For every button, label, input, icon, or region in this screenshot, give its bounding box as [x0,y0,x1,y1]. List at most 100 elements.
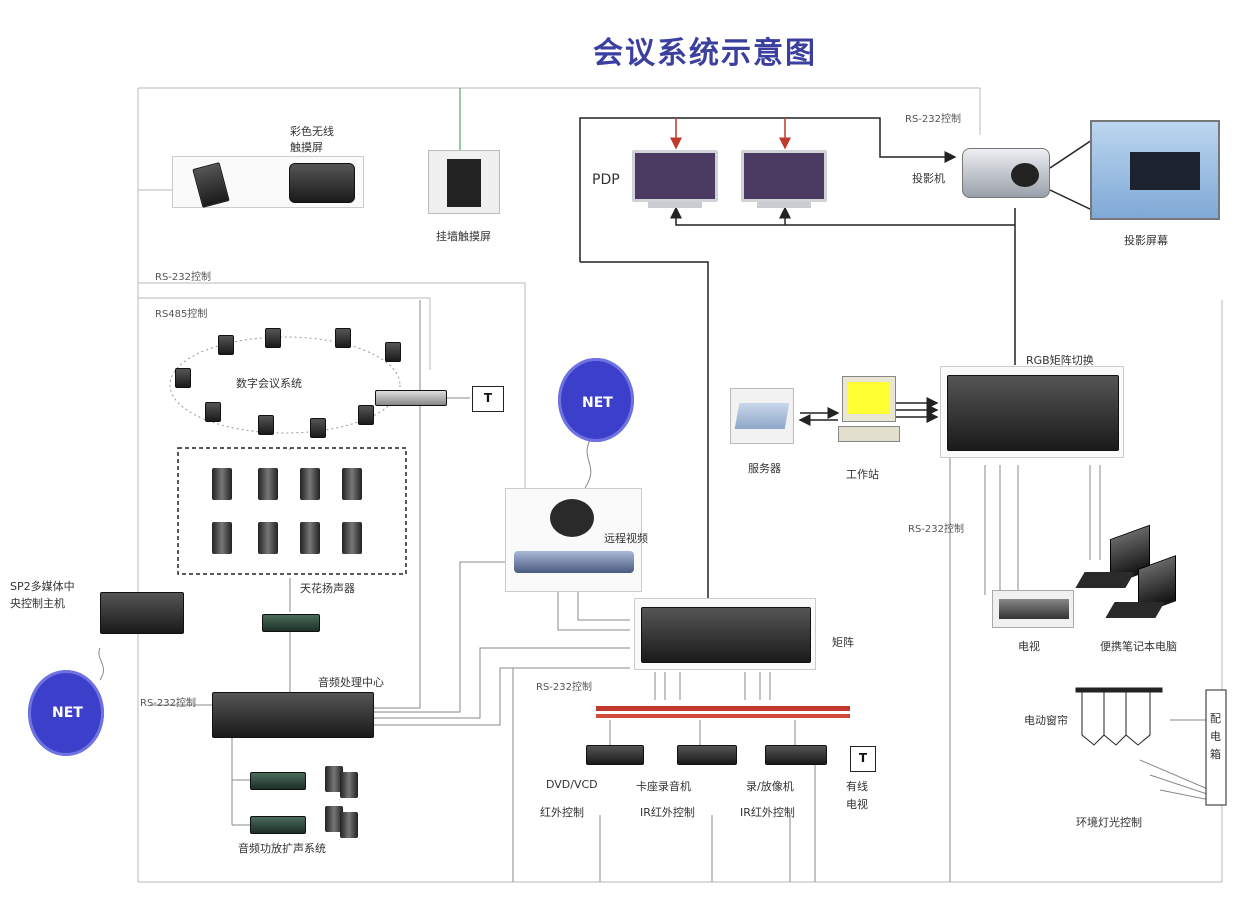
workstation-monitor [842,376,896,422]
amp-speaker-3 [325,806,343,832]
recorder-ctrl-label: IR红外控制 [740,806,795,819]
audio-center-label: 音频处理中心 [318,676,384,689]
amp-speaker-1 [325,766,343,792]
mic-3 [335,328,351,348]
digital-conf-label: 数字会议系统 [236,377,302,390]
wall-panel-screen [447,159,481,207]
net-cloud-center [558,358,634,442]
speaker-1 [212,468,232,500]
rs232-audio-label: RS-232控制 [140,698,196,709]
central-control-unit [100,592,184,634]
tv-box-panel [999,599,1069,619]
speaker-5 [212,522,232,554]
speaker-2 [258,468,278,500]
wireless-touch-label: 彩色无线 触摸屏 [290,125,334,154]
mic-2 [265,328,281,348]
mic-8 [310,418,326,438]
workstation-label: 工作站 [846,468,879,481]
server-device [730,388,794,444]
mic-loop [169,336,401,434]
conference-controller [375,390,447,406]
rgb-matrix-label: RGB矩阵切换 [1026,354,1094,367]
power-amp-1 [250,772,306,790]
mic-4 [385,342,401,362]
mic-9 [358,405,374,425]
laptop-2-base [1105,602,1165,618]
rs232-right-label: RS-232控制 [908,524,964,535]
remote-device [192,162,230,208]
amp-speaker-4 [340,812,358,838]
pdp-stand-1 [648,202,702,208]
server-drive [734,403,790,429]
touch-panel-device [289,163,355,203]
dvd-ctrl-label: 红外控制 [540,806,584,819]
rs232-top-label: RS-232控制 [905,114,961,125]
workstation-base [838,426,900,442]
speaker-7 [300,522,320,554]
amp-system-label: 音频功放扩声系统 [238,842,326,855]
diagram-title: 会议系统示意图 [593,36,817,71]
cable-tv-label: 有线 电视 [846,780,868,811]
rs232-bottom-label: RS-232控制 [536,682,592,693]
workstation-screen [848,382,890,414]
speaker-amp [262,614,320,632]
wireless-touch-panel-group [172,156,364,208]
power-amp-2 [250,816,306,834]
audio-processing-center [212,692,374,738]
rgb-matrix-group [940,366,1124,458]
cassette-ctrl-label: IR红外控制 [640,806,695,819]
projection-screen-label: 投影屏幕 [1124,234,1168,247]
matrix-switcher [641,607,811,663]
ceiling-speaker-label: 天花扬声器 [300,582,355,595]
projection-content [1130,152,1200,190]
speaker-8 [342,522,362,554]
pdp-screen-1 [632,150,718,202]
central-control-label: SP2多媒体中 央控制主机 [10,580,75,610]
mic-5 [175,368,191,388]
rgb-matrix-switcher [947,375,1119,451]
mic-7 [258,415,274,435]
laptop-label: 便携笔记本电脑 [1100,640,1177,653]
projector-device [962,148,1050,198]
video-camera [550,499,594,537]
wall-panel-label: 挂墙触摸屏 [436,230,491,243]
video-recorder [765,745,827,765]
projector-lens [1011,163,1039,187]
matrix-group [634,598,816,670]
video-conf-label: 远程视频 [604,532,648,545]
mic-6 [205,402,221,422]
env-light-label: 环境灯光控制 [1076,816,1142,829]
video-conf-group [505,488,642,592]
tv-box-device [992,590,1074,628]
projection-screen [1090,120,1220,220]
speaker-4 [342,468,362,500]
wall-touch-panel [428,150,500,214]
curtain-label: 电动窗帘 [1024,714,1068,727]
pdp-screen-2 [741,150,827,202]
rs485-label: RS485控制 [155,309,208,320]
pdp-label: PDP [592,172,620,188]
video-codec-base [514,551,634,573]
server-label: 服务器 [748,462,781,475]
power-box-label: 配 电 箱 [1210,712,1221,761]
tv-box-label: 电视 [1018,640,1040,653]
dvd-player [586,745,644,765]
net-cloud-left [28,670,104,756]
speaker-3 [300,468,320,500]
cassette-deck [677,745,737,765]
net-label-center: NET [582,395,613,411]
cassette-label: 卡座录音机 [636,780,691,793]
mic-1 [218,335,234,355]
amp-speaker-2 [340,772,358,798]
matrix-label: 矩阵 [832,636,854,649]
laptop-1-base [1075,572,1135,588]
dvd-label: DVD/VCD [546,778,598,791]
t-symbol-conf: T [472,386,504,412]
pdp-stand-2 [757,202,811,208]
net-label-left: NET [52,705,83,721]
rs232-left-label: RS-232控制 [155,272,211,283]
projector-label: 投影机 [912,172,945,185]
recorder-label: 录/放像机 [746,780,794,793]
speaker-6 [258,522,278,554]
